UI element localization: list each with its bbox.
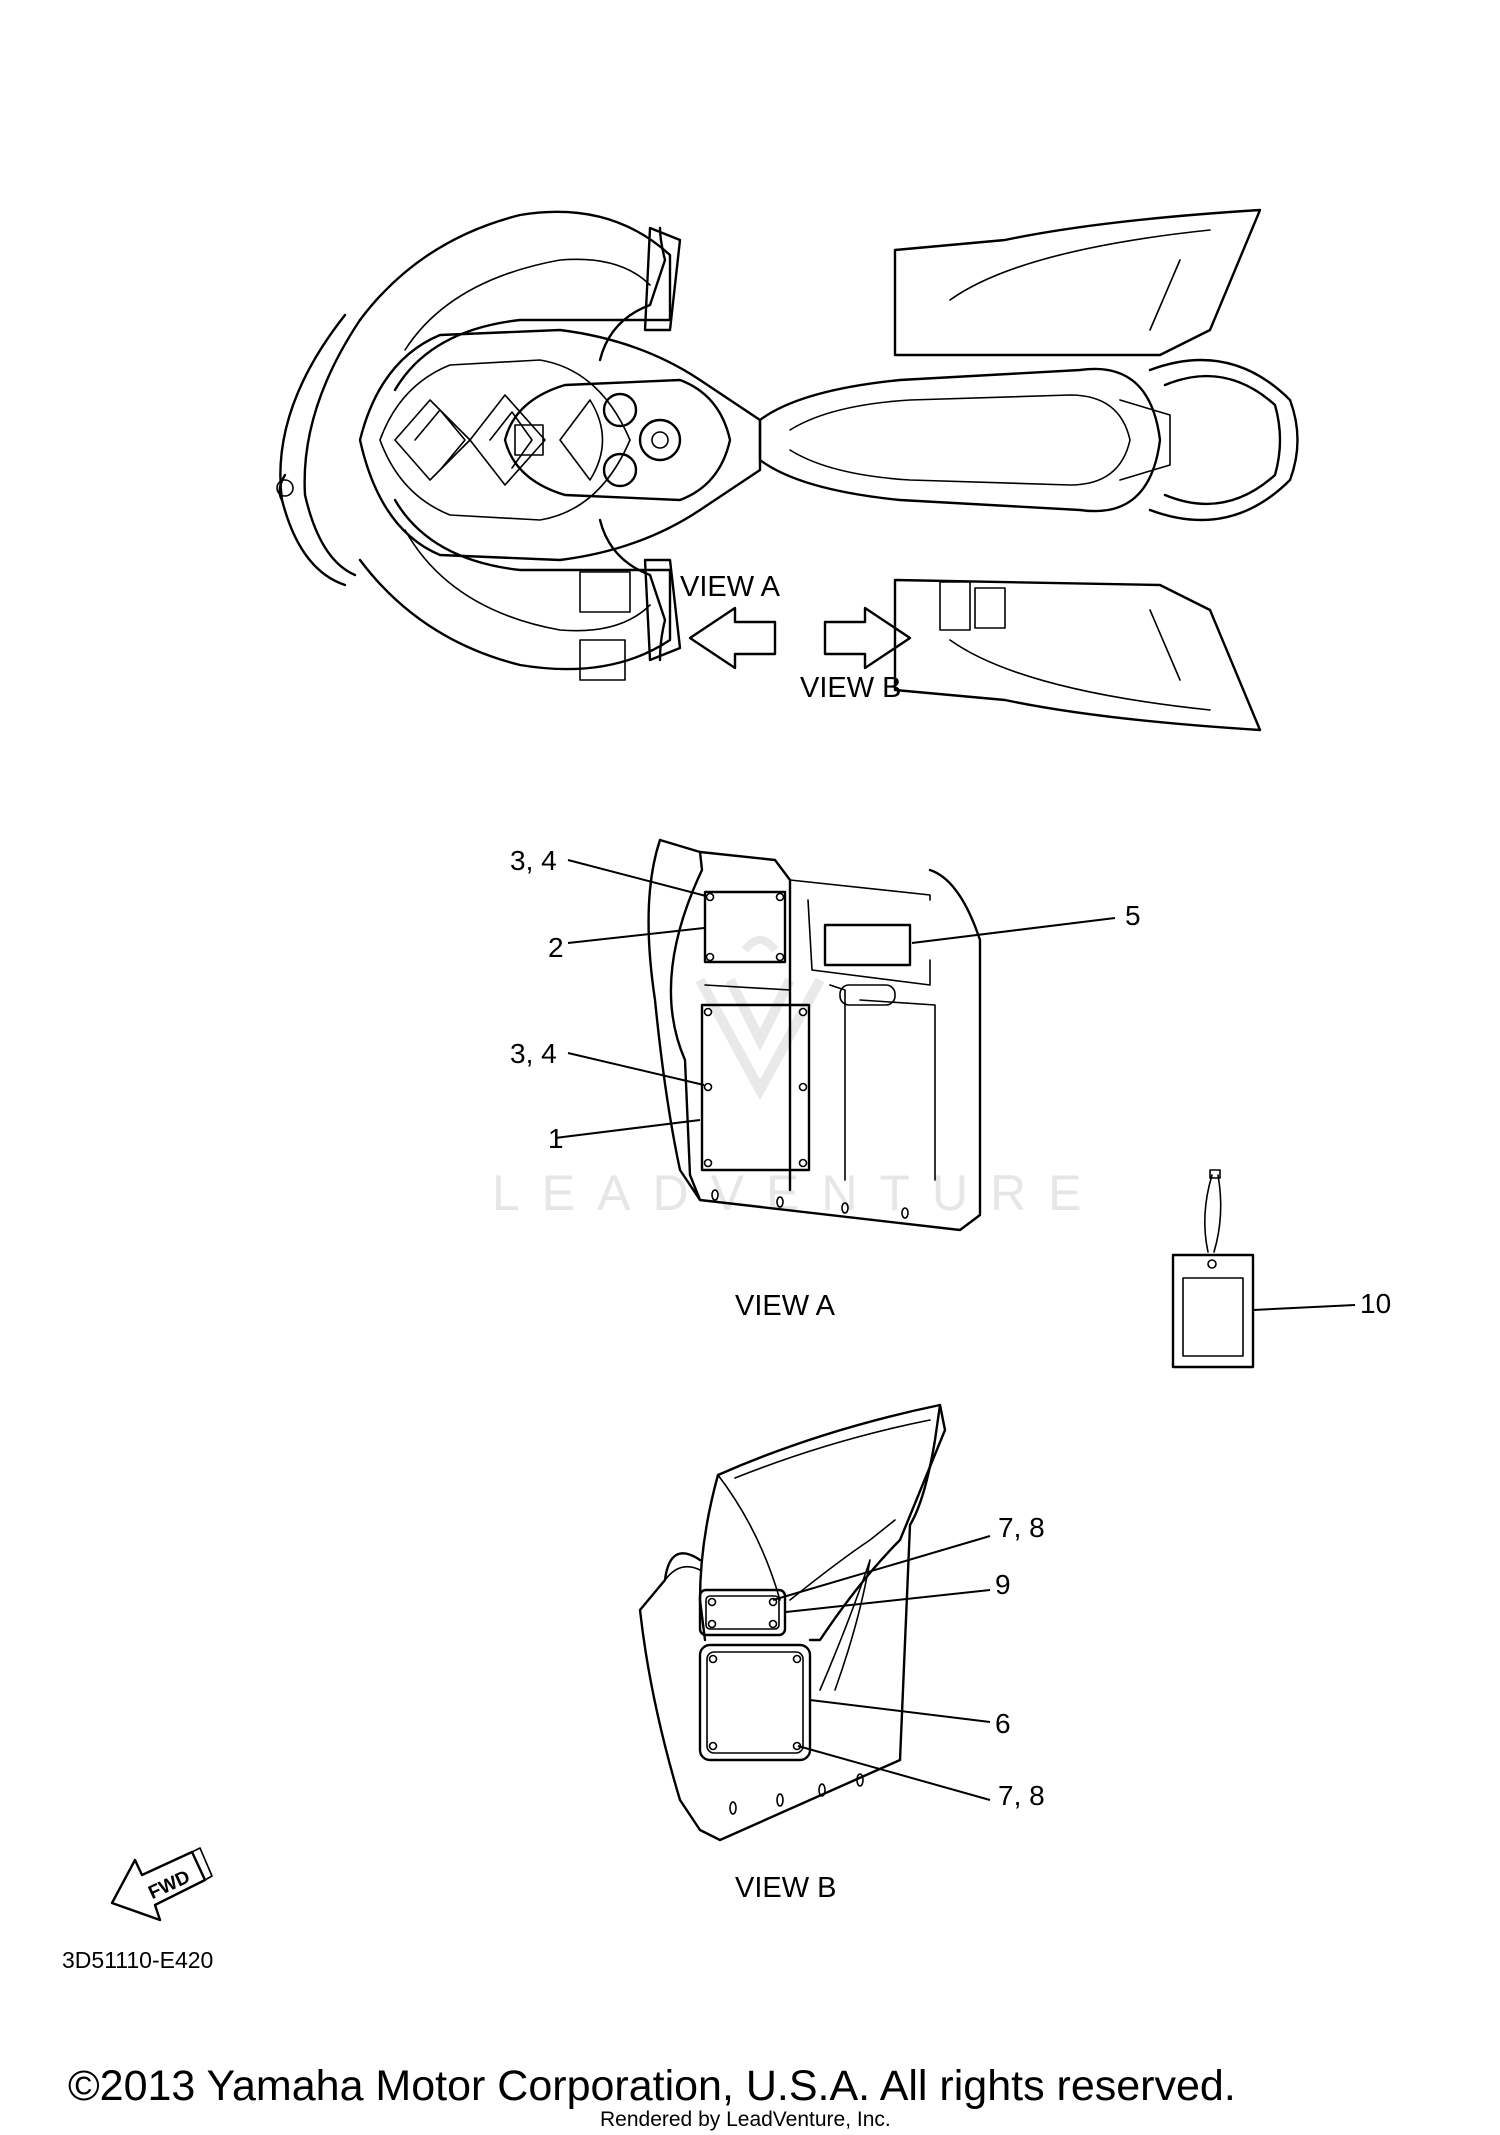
copyright-notice: ©2013 Yamaha Motor Corporation, U.S.A. A… — [68, 2062, 1236, 2110]
fwd-arrow: FWD — [110, 1847, 213, 1922]
view-arrows: VIEW A VIEW B — [680, 571, 912, 704]
callout-a-5: 5 — [1125, 900, 1141, 931]
view-a-callouts: 3, 4 2 5 3, 4 1 VIEW A — [510, 845, 1141, 1322]
leadventure-watermark: LEADVENTURE — [492, 936, 1104, 1221]
watermark-text: LEADVENTURE — [492, 1165, 1104, 1221]
atv-top-view — [276, 208, 1299, 732]
callout-a-3-4-top: 3, 4 — [510, 845, 557, 876]
fwd-arrow-icon — [110, 1850, 207, 1922]
callout-b-7-8-top: 7, 8 — [998, 1512, 1045, 1543]
view-b-arrow-label: VIEW B — [800, 672, 902, 704]
view-a-arrow-label: VIEW A — [680, 571, 781, 603]
diagram-code: 3D51110-E420 — [62, 1947, 213, 1973]
view-b-drawing — [638, 1403, 947, 1842]
callout-tag-10: 10 — [1360, 1288, 1391, 1319]
callout-a-2: 2 — [548, 932, 564, 963]
view-a-arrow-icon — [688, 606, 777, 670]
callout-b-6: 6 — [995, 1708, 1011, 1739]
callout-a-3-4-mid: 3, 4 — [510, 1038, 557, 1069]
view-b-callouts: 7, 8 9 6 7, 8 VIEW B — [735, 1512, 1045, 1904]
callout-b-7-8-bottom: 7, 8 — [998, 1780, 1045, 1811]
callout-b-9: 9 — [995, 1569, 1011, 1600]
view-a-drawing — [647, 838, 982, 1232]
hang-tag: 10 — [1171, 1169, 1391, 1369]
callout-a-1: 1 — [548, 1123, 564, 1154]
rendered-by-notice: Rendered by LeadVenture, Inc. — [600, 2108, 891, 2131]
view-b-arrow-icon — [823, 606, 912, 670]
view-b-caption: VIEW B — [735, 1872, 837, 1904]
view-a-caption: VIEW A — [735, 1290, 836, 1322]
